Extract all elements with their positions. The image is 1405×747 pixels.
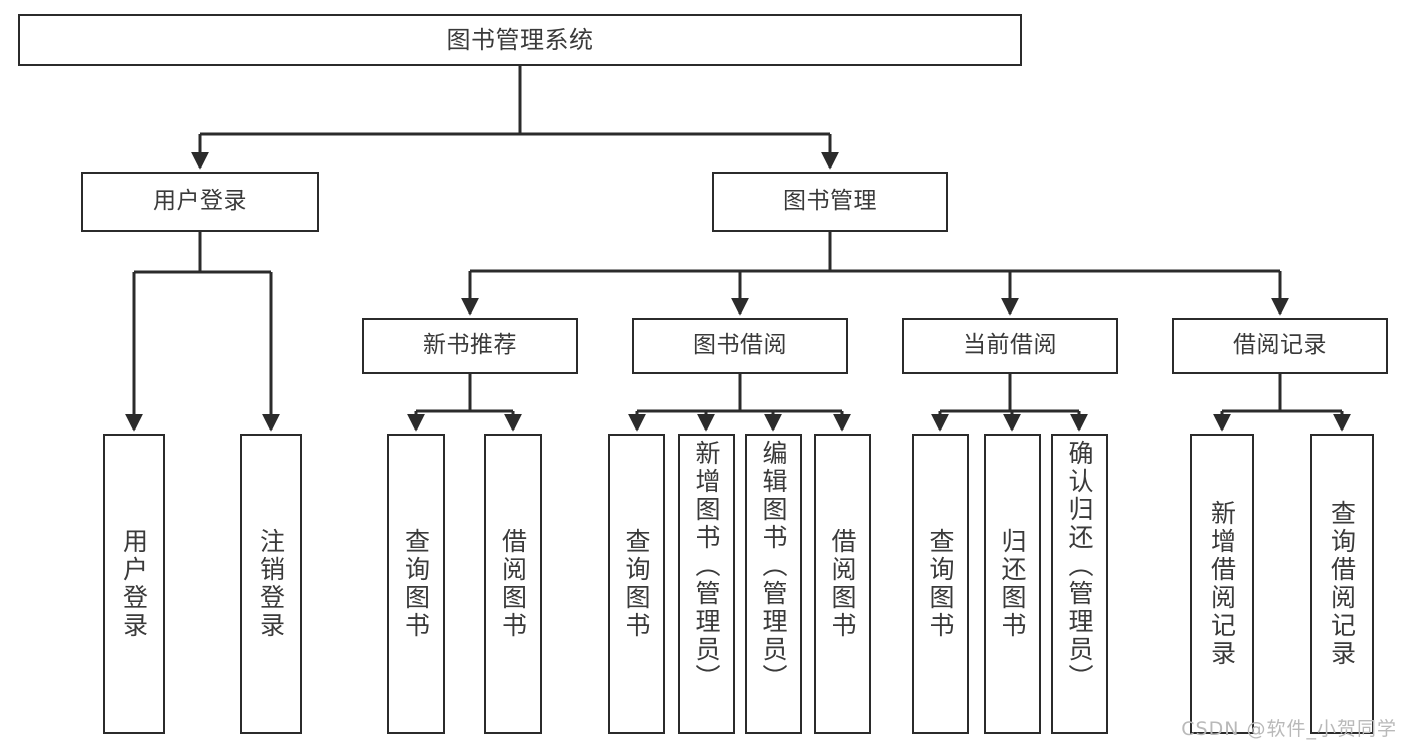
leaf-return-book-label: 归还图书 <box>998 528 1027 640</box>
leaf-query-book-recommend[interactable]: 查询图书 <box>387 434 445 734</box>
leaf-add-borrow-record-label: 新增借阅记录 <box>1207 500 1237 668</box>
node-user-login[interactable]: 用户登录 <box>81 172 319 232</box>
watermark-text: CSDN @软件_小贺同学 <box>1181 718 1397 740</box>
node-current-borrow[interactable]: 当前借阅 <box>902 318 1118 374</box>
node-borrow-record-label: 借阅记录 <box>1233 332 1327 359</box>
node-book-manage-label: 图书管理 <box>783 188 877 215</box>
leaf-confirm-return-admin-label: 确认归还（管理员） <box>1065 440 1094 692</box>
node-book-manage[interactable]: 图书管理 <box>712 172 948 232</box>
leaf-add-book-admin-label: 新增图书（管理员） <box>692 440 721 692</box>
leaf-user-login[interactable]: 用户登录 <box>103 434 165 734</box>
leaf-query-borrow-record-label: 查询借阅记录 <box>1327 500 1357 668</box>
leaf-borrow-book[interactable]: 借阅图书 <box>814 434 871 734</box>
leaf-query-book-borrow-label: 查询图书 <box>622 528 651 640</box>
leaf-confirm-return-admin[interactable]: 确认归还（管理员） <box>1051 434 1108 734</box>
node-new-book-recommend-label: 新书推荐 <box>423 332 517 359</box>
leaf-borrow-book-recommend-label: 借阅图书 <box>498 528 528 640</box>
leaf-query-borrow-record[interactable]: 查询借阅记录 <box>1310 434 1374 734</box>
node-root[interactable]: 图书管理系统 <box>18 14 1022 66</box>
leaf-edit-book-admin-label: 编辑图书（管理员） <box>759 440 788 692</box>
leaf-borrow-book-label: 借阅图书 <box>828 528 857 640</box>
node-current-borrow-label: 当前借阅 <box>963 332 1057 359</box>
leaf-user-login-label: 用户登录 <box>119 528 149 640</box>
leaf-add-borrow-record[interactable]: 新增借阅记录 <box>1190 434 1254 734</box>
node-book-borrow[interactable]: 图书借阅 <box>632 318 848 374</box>
leaf-query-book-borrow[interactable]: 查询图书 <box>608 434 665 734</box>
node-borrow-record[interactable]: 借阅记录 <box>1172 318 1388 374</box>
leaf-logout[interactable]: 注销登录 <box>240 434 302 734</box>
leaf-borrow-book-recommend[interactable]: 借阅图书 <box>484 434 542 734</box>
leaf-edit-book-admin[interactable]: 编辑图书（管理员） <box>745 434 802 734</box>
node-root-label: 图书管理系统 <box>446 25 594 54</box>
leaf-logout-label: 注销登录 <box>256 528 286 640</box>
node-book-borrow-label: 图书借阅 <box>693 332 787 359</box>
leaf-query-book-current-label: 查询图书 <box>926 528 955 640</box>
leaf-query-book-current[interactable]: 查询图书 <box>912 434 969 734</box>
node-user-login-label: 用户登录 <box>153 188 247 215</box>
leaf-return-book[interactable]: 归还图书 <box>984 434 1041 734</box>
node-new-book-recommend[interactable]: 新书推荐 <box>362 318 578 374</box>
leaf-query-book-recommend-label: 查询图书 <box>401 528 431 640</box>
leaf-add-book-admin[interactable]: 新增图书（管理员） <box>678 434 735 734</box>
